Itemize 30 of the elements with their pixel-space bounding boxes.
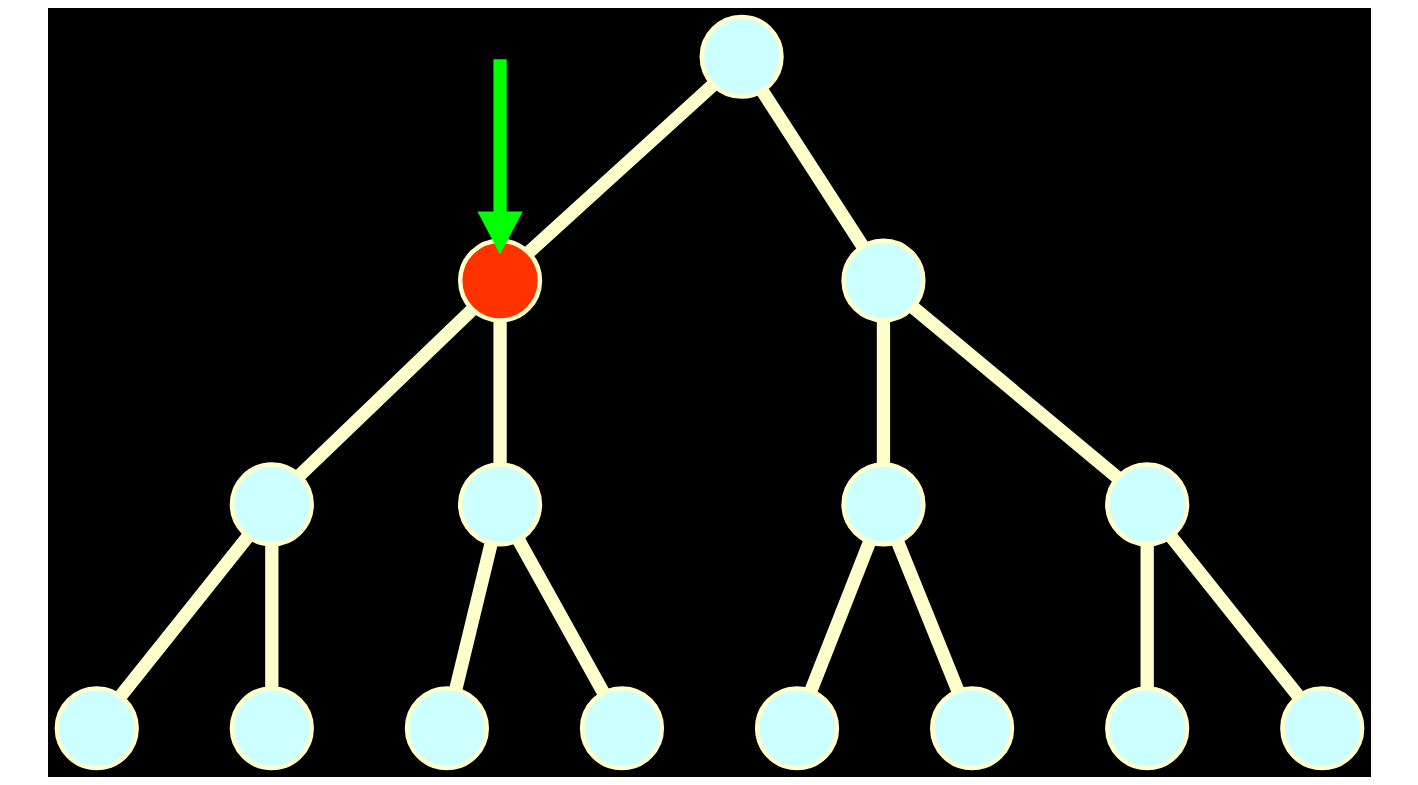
node-circle [840, 238, 926, 323]
connector [756, 87, 868, 250]
node-circle [404, 686, 489, 771]
connector [294, 304, 477, 480]
connector [908, 302, 1122, 483]
connector [891, 539, 964, 694]
node-circle [929, 686, 1014, 771]
node-circle [457, 462, 542, 547]
connector [876, 321, 890, 465]
connector [512, 536, 609, 696]
node-circle [699, 14, 784, 99]
node-circle [1279, 686, 1364, 771]
node-circle [229, 686, 314, 771]
node-circle [1104, 462, 1189, 547]
connector [1165, 533, 1303, 700]
connector [449, 542, 498, 691]
connector [804, 539, 876, 693]
connector [264, 544, 278, 689]
node-circle [1104, 686, 1189, 771]
node-circle [54, 686, 139, 771]
node-circle [457, 238, 542, 323]
node-circle [754, 686, 839, 771]
node-circle [229, 462, 314, 547]
node-circle [840, 462, 926, 547]
connector [523, 80, 717, 258]
arrow [476, 59, 523, 255]
connector [1140, 544, 1154, 689]
node-circle [579, 686, 664, 771]
connector [115, 533, 253, 700]
connector [492, 321, 507, 465]
